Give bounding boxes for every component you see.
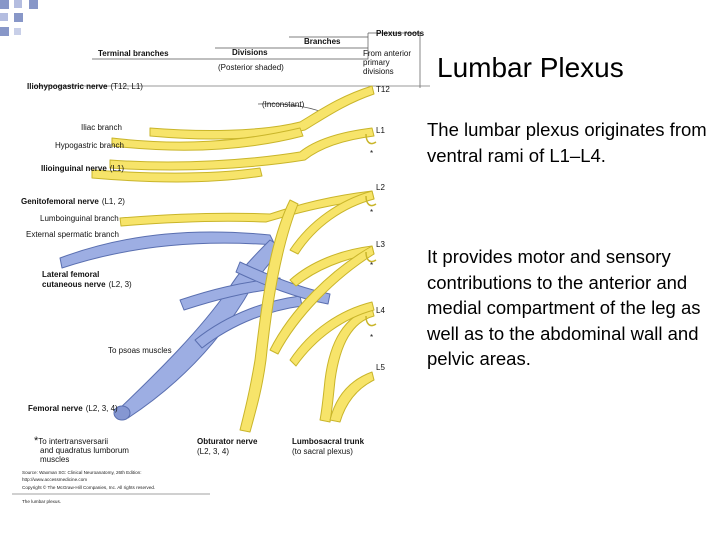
header-divisions-note: (Posterior shaded)	[218, 63, 284, 72]
genitofemoral-label: Genitofemoral nerve(L1, 2)	[21, 197, 125, 206]
asterisk-l2: *	[370, 208, 373, 217]
header-divisions: Divisions	[232, 48, 268, 57]
femoral-label: Femoral nerve(L2, 3, 4)	[28, 404, 118, 413]
asterisk-l3: *	[370, 261, 373, 270]
decor-square	[14, 28, 21, 35]
source-line-2: http://www.accessmedicine.com	[22, 477, 87, 482]
decor-square	[29, 0, 38, 9]
figure-caption: The lumbar plexus.	[22, 499, 61, 504]
lateral-femoral-label-2: cutaneous nerve(L2, 3)	[42, 280, 132, 289]
root-label-l4: L4	[376, 306, 385, 315]
asterisk-l1: *	[370, 149, 373, 158]
lumbosacral-trunk-label: Lumbosacral trunk	[292, 437, 365, 446]
psoas-label: To psoas muscles	[108, 346, 172, 355]
iliohypogastric-label: Iliohypogastric nerve(T12, L1)	[27, 82, 143, 91]
header-divisions-word: divisions	[363, 67, 394, 76]
obturator-levels-label: (L2, 3, 4)	[197, 447, 229, 456]
header-from-anterior: From anterior	[363, 49, 411, 58]
decor-square	[14, 13, 23, 22]
lateral-femoral-label: Lateral femoral	[42, 270, 99, 279]
iliac-branch-label: Iliac branch	[81, 123, 122, 132]
slide-paragraph-1: The lumbar plexus originates from ventra…	[427, 119, 707, 166]
ilioinguinal-label: Ilioinguinal nerve(L1)	[41, 164, 124, 173]
lumbosacral-note-label: (to sacral plexus)	[292, 447, 353, 456]
hypogastric-branch-label: Hypogastric branch	[55, 141, 124, 150]
root-label-l1: L1	[376, 126, 385, 135]
header-terminal-branches: Terminal branches	[98, 49, 169, 58]
decor-square	[0, 13, 8, 21]
root-label-l2: L2	[376, 183, 385, 192]
header-plexus-roots: Plexus roots	[376, 29, 425, 38]
root-label-l3: L3	[376, 240, 385, 249]
obturator-label: Obturator nerve	[197, 437, 258, 446]
decor-square	[0, 0, 9, 9]
lumboinguinal-branch-label: Lumboinguinal branch	[40, 214, 119, 223]
intertransversarii-label: *To intertransversarii	[34, 435, 108, 447]
header-primary: primary	[363, 58, 390, 67]
header-branches: Branches	[304, 37, 341, 46]
decor-square	[0, 27, 9, 36]
intertransversarii-label-3: muscles	[40, 455, 69, 464]
source-line-3: Copyright © The McGraw-Hill Companies, I…	[22, 484, 155, 490]
source-line-1: Source: Waxman SG: Clinical Neuroanatomy…	[22, 470, 142, 475]
root-label-t12: T12	[376, 85, 390, 94]
asterisk-l4: *	[370, 333, 373, 342]
root-label-l5: L5	[376, 363, 385, 372]
slide-paragraph-2: It provides motor and sensory contributi…	[427, 246, 701, 369]
slide-title: Lumbar Plexus	[437, 52, 624, 83]
inconstant-label: (Inconstant)	[262, 100, 305, 109]
external-spermatic-branch-label: External spermatic branch	[26, 230, 119, 239]
decor-square	[14, 0, 22, 8]
intertransversarii-label-2: and quadratus lumborum	[40, 446, 129, 455]
